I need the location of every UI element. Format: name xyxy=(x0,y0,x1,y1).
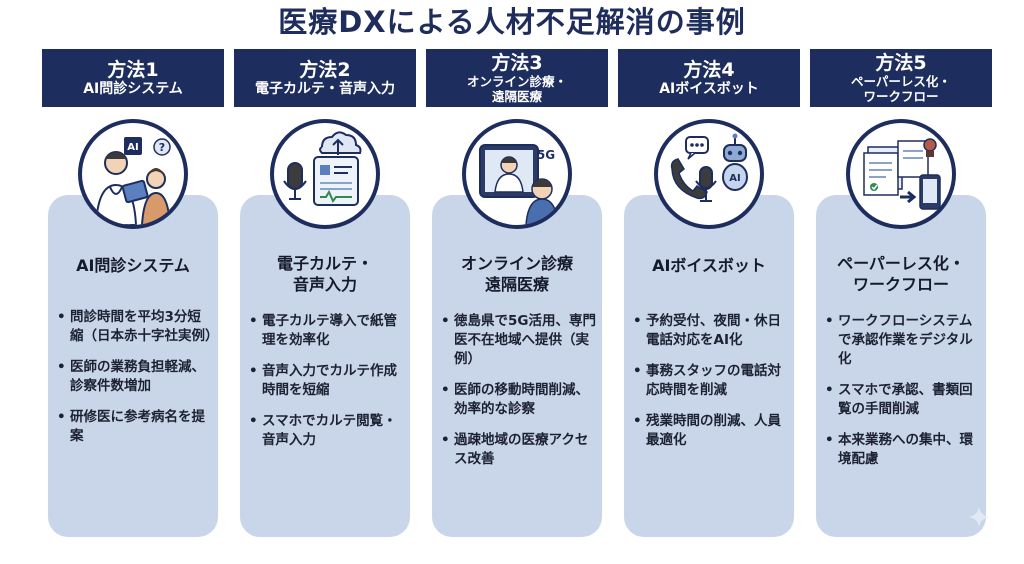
telemedicine-icon: 5G xyxy=(462,119,572,229)
bullet-list-1: 問診時間を平均3分短縮（日本赤十字社実例） 医師の業務負担軽減、診察件数増加 研… xyxy=(56,308,219,458)
method-column-1: AI問診システム 問診時間を平均3分短縮（日本赤十字社実例） 医師の業務負担軽減… xyxy=(42,49,224,537)
bullet-item: 残業時間の削減、人員最適化 xyxy=(632,412,790,450)
bullet-item: 電子カルテ導入で紙管理を効率化 xyxy=(248,312,406,350)
bot-label: AI xyxy=(729,173,740,184)
method-header-5: 方法5 ペーパーレス化・ ワークフロー xyxy=(810,49,992,107)
method-number: 方法4 xyxy=(683,59,735,81)
microphone-ehr-icon xyxy=(270,119,380,229)
method-card-5: ペーパーレス化・ ワークフロー ワークフローシステムで承認作業をデジタル化 スマ… xyxy=(816,195,986,537)
method-name: AIボイスボット xyxy=(659,81,759,97)
paperless-workflow-icon xyxy=(846,119,956,229)
ai-chip-label: AI xyxy=(127,142,138,153)
card-title-4: AIボイスボット xyxy=(652,256,766,275)
method-header-3: 方法3 オンライン診療・ 遠隔医療 xyxy=(426,49,608,107)
bullet-item: ワークフローシステムで承認作業をデジタル化 xyxy=(824,312,982,369)
card-title-3: オンライン診療 遠隔医療 xyxy=(460,254,573,294)
bullet-item: スマホで承認、書類回覧の手間削減 xyxy=(824,381,982,419)
method-header-2: 方法2 電子カルテ・音声入力 xyxy=(234,49,416,107)
method-name: AI問診システム xyxy=(83,81,183,97)
bullet-item: 研修医に参考病名を提案 xyxy=(56,408,214,446)
method-card-3: オンライン診療 遠隔医療 徳島県で5G活用、専門医不在地域へ提供（実例） 医師の… xyxy=(432,195,602,537)
bullet-item: 本来業務への集中、環境配慮 xyxy=(824,431,982,469)
page-title: 医療DXによる人材不足解消の事例 xyxy=(278,5,746,39)
sparkle-icon xyxy=(969,507,989,527)
method-column-5: ペーパーレス化・ ワークフロー ワークフローシステムで承認作業をデジタル化 スマ… xyxy=(810,49,992,537)
bullet-item: 音声入力でカルテ作成時間を短縮 xyxy=(248,362,406,400)
method-name: 電子カルテ・音声入力 xyxy=(255,81,395,97)
bullet-item: 予約受付、夜間・休日電話対応をAI化 xyxy=(632,312,790,350)
method-column-2: 電子カルテ・ 音声入力 電子カルテ導入で紙管理を効率化 音声入力でカルテ作成時間… xyxy=(234,49,416,537)
card-title-2: 電子カルテ・ 音声入力 xyxy=(276,254,373,294)
bullet-item: スマホでカルテ閲覧・音声入力 xyxy=(248,412,406,450)
method-number: 方法3 xyxy=(491,52,543,74)
bullet-item: 医師の移動時間削減、効率的な診察 xyxy=(440,381,598,419)
method-card-2: 電子カルテ・ 音声入力 電子カルテ導入で紙管理を効率化 音声入力でカルテ作成時間… xyxy=(240,195,410,537)
bullet-item: 徳島県で5G活用、専門医不在地域へ提供（実例） xyxy=(440,312,598,369)
method-column-4: AIボイスボット 予約受付、夜間・休日電話対応をAI化 事務スタッフの電話対応時… xyxy=(618,49,800,537)
bullet-list-4: 予約受付、夜間・休日電話対応をAI化 事務スタッフの電話対応時間を削減 残業時間… xyxy=(632,312,790,462)
method-name-line-1: オンライン診療・ 遠隔医療 xyxy=(466,74,567,104)
method-card-4: AIボイスボット 予約受付、夜間・休日電話対応をAI化 事務スタッフの電話対応時… xyxy=(624,195,794,537)
bullet-item: 問診時間を平均3分短縮（日本赤十字社実例） xyxy=(56,308,219,346)
method-number: 方法2 xyxy=(299,59,351,81)
network-label: 5G xyxy=(537,148,555,162)
bullet-item: 事務スタッフの電話対応時間を削減 xyxy=(632,362,790,400)
doctor-tablet-icon: AI ? xyxy=(78,119,188,229)
method-card-1: AI問診システム 問診時間を平均3分短縮（日本赤十字社実例） 医師の業務負担軽減… xyxy=(48,195,219,537)
method-header-1: 方法1 AI問診システム xyxy=(42,49,224,107)
method-number: 方法5 xyxy=(875,52,927,74)
bullet-list-5: ワークフローシステムで承認作業をデジタル化 スマホで承認、書類回覧の手間削減 本… xyxy=(824,312,982,481)
method-name: ペーパーレス化・ ワークフロー xyxy=(851,74,951,104)
bullet-item: 過疎地域の医療アクセス改善 xyxy=(440,431,598,469)
method-header-4: 方法4 AIボイスボット xyxy=(618,49,800,107)
bullet-item: 医師の業務負担軽減、診察件数増加 xyxy=(56,358,214,396)
card-title-1: AI問診システム xyxy=(76,256,190,275)
method-column-3: オンライン診療 遠隔医療 徳島県で5G活用、専門医不在地域へ提供（実例） 医師の… xyxy=(426,49,608,537)
bullet-list-3: 徳島県で5G活用、専門医不在地域へ提供（実例） 医師の移動時間削減、効率的な診察… xyxy=(440,312,598,481)
question-label: ? xyxy=(159,141,165,154)
method-number: 方法1 xyxy=(107,59,159,81)
card-title-5: ペーパーレス化・ ワークフロー xyxy=(837,254,965,294)
voicebot-icon: AI xyxy=(654,119,764,229)
bullet-list-2: 電子カルテ導入で紙管理を効率化 音声入力でカルテ作成時間を短縮 スマホでカルテ閲… xyxy=(248,312,406,462)
